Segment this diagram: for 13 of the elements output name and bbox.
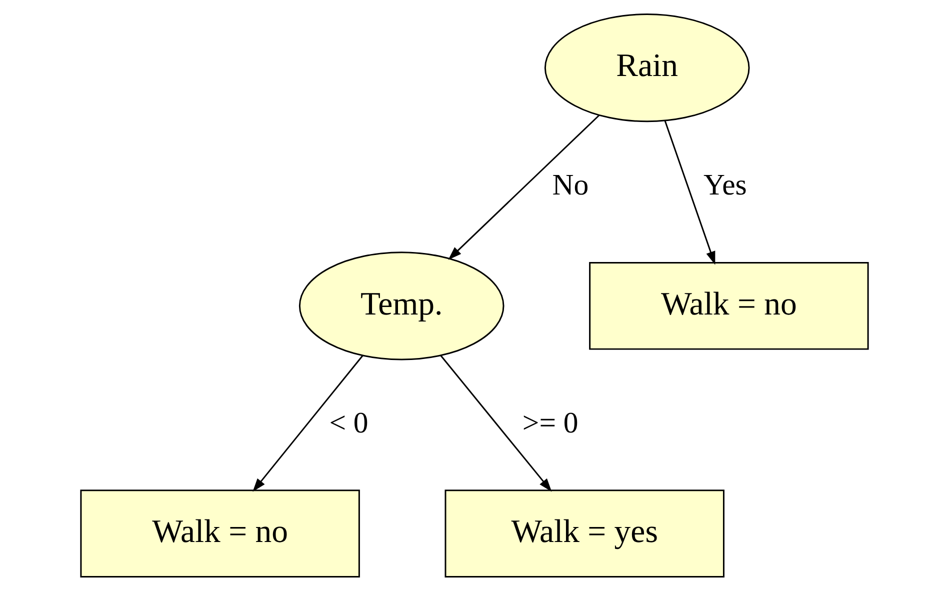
edge-label: Yes xyxy=(704,168,747,202)
node-box: Walk = yes xyxy=(444,490,724,578)
edge-label: >= 0 xyxy=(522,406,578,440)
arrow xyxy=(252,355,364,492)
node-box: Walk = no xyxy=(589,262,869,350)
edge-label: No xyxy=(552,168,589,202)
arrow xyxy=(448,114,600,260)
node-ellipse: Rain xyxy=(544,14,750,122)
arrow xyxy=(664,120,716,265)
arrow xyxy=(440,355,552,492)
node-ellipse: Temp. xyxy=(298,252,504,360)
node-box: Walk = no xyxy=(80,490,360,578)
edge-label: < 0 xyxy=(329,406,368,440)
